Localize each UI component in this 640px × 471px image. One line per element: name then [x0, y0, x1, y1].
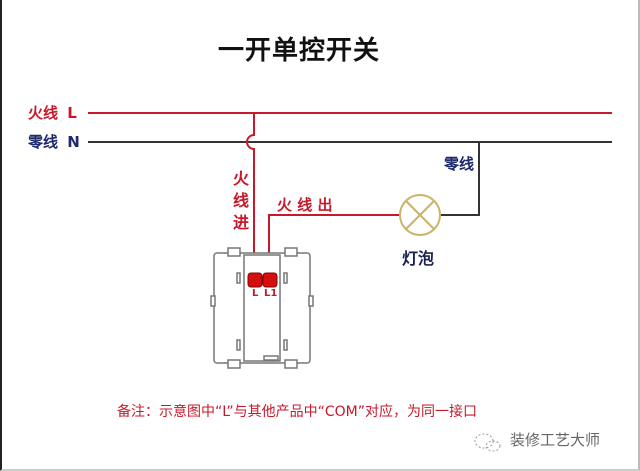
- footnote: 备注：示意图中“L”与其他产品中“COM”对应，为同一接口: [117, 404, 478, 420]
- wechat-icon: [474, 433, 501, 452]
- live-in-label: 火 线 进: [232, 168, 250, 234]
- neutral-lamp-wire: [440, 142, 480, 216]
- neutral-line-code: N: [67, 133, 80, 151]
- watermark-text: 装修工艺大师: [510, 431, 601, 449]
- live-in-char-3: 进: [232, 213, 249, 232]
- live-line-label: 火线 L: [28, 102, 77, 123]
- switch-body: [210, 247, 314, 369]
- switch-terminals: [247, 272, 278, 288]
- neutral-line-label: 零线 N: [28, 131, 80, 152]
- neutral-lamp-label: 零线: [444, 155, 475, 173]
- lamp-label: 灯泡: [402, 249, 435, 268]
- live-out-label: 火 线 出: [277, 196, 333, 214]
- terminal-l-label: L: [252, 288, 259, 299]
- neutral-line-text: 零线: [28, 133, 59, 151]
- live-in-char-2: 线: [232, 191, 249, 210]
- live-line-code: L: [67, 104, 77, 122]
- live-in-char-1: 火: [232, 169, 249, 188]
- live-in-wire: [246, 113, 255, 272]
- live-line-text: 火线: [28, 104, 59, 122]
- diagram-title: 一开单控开关: [218, 36, 381, 66]
- terminal-l1-label: L1: [264, 288, 278, 299]
- lamp-symbol: [399, 194, 441, 236]
